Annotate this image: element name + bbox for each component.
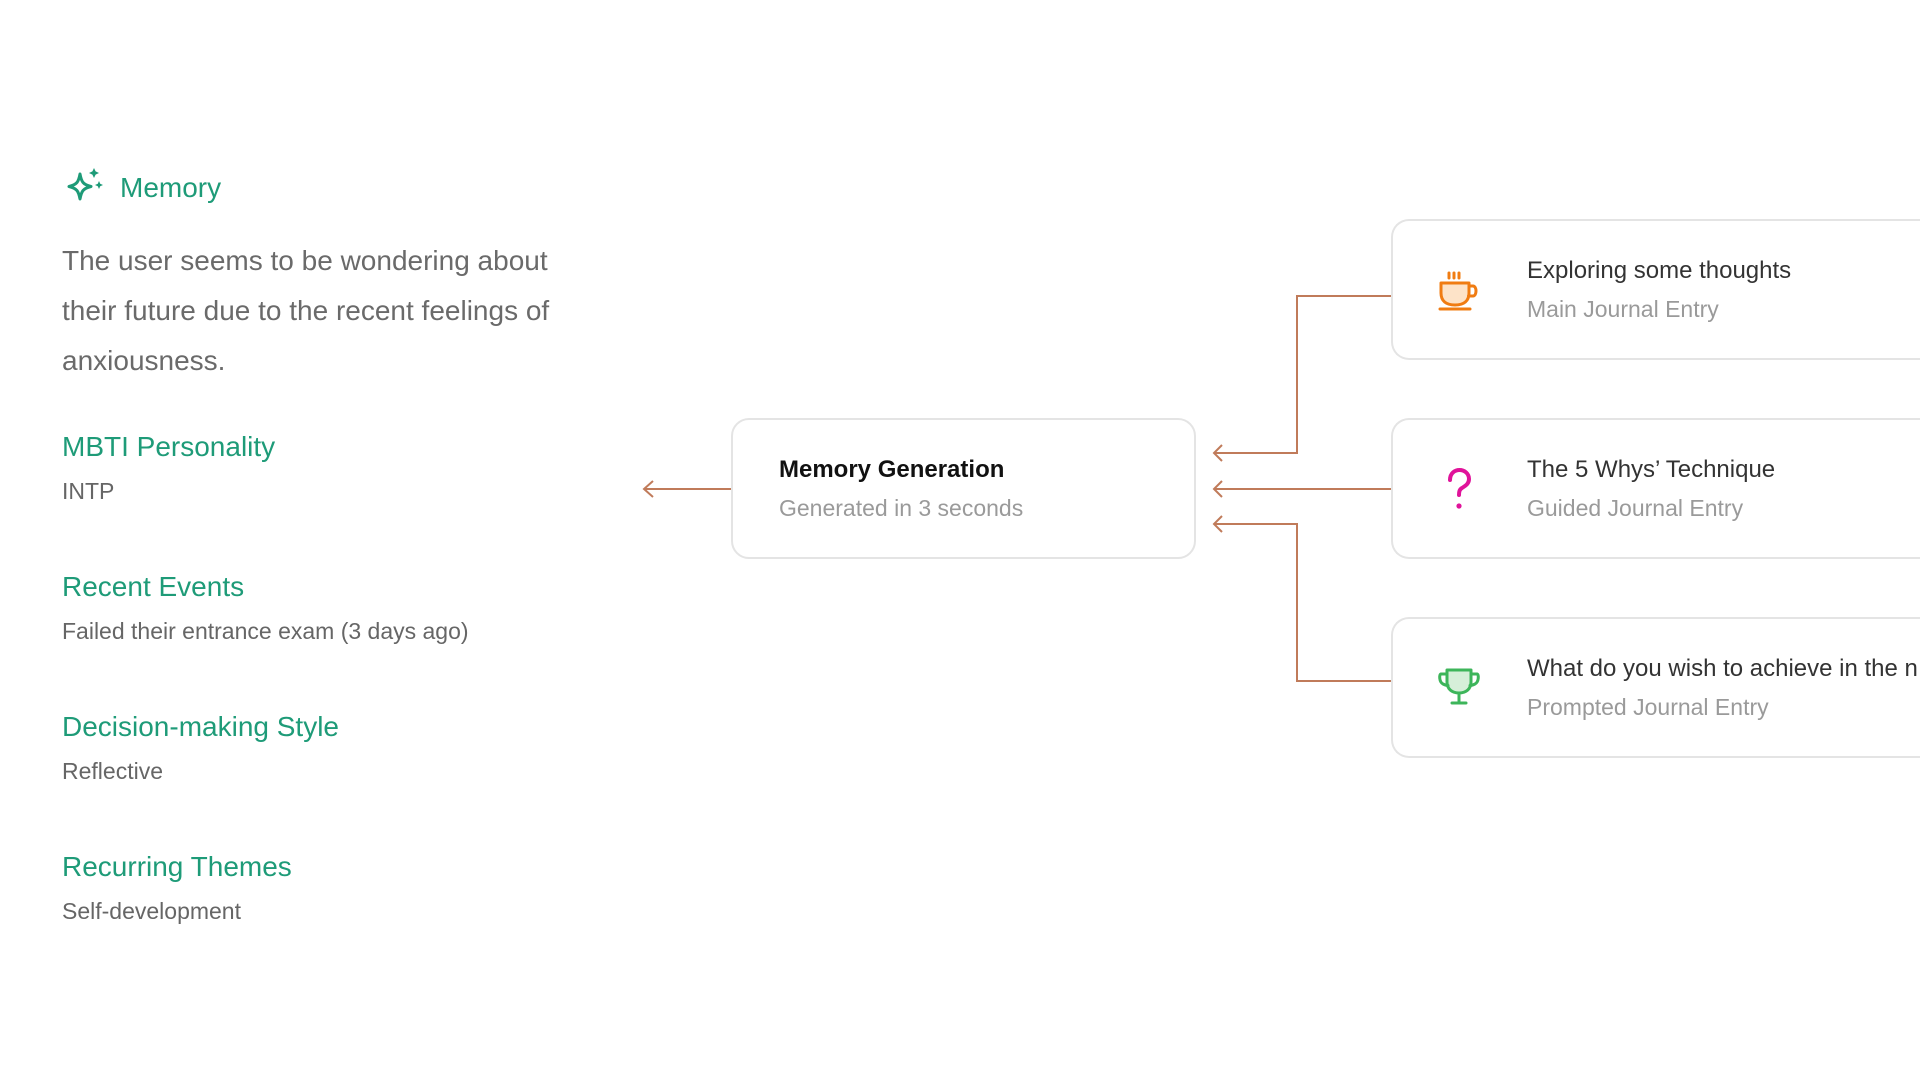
arrowhead-memory-icon — [642, 480, 654, 498]
source-card-guided-entry[interactable]: The 5 Whys’ Technique Guided Journal Ent… — [1391, 418, 1920, 559]
generation-title: Memory Generation — [779, 456, 1005, 483]
connector-source-1 — [1214, 295, 1391, 454]
memory-title: Memory — [120, 172, 222, 203]
question-mark-icon — [1448, 468, 1471, 509]
arrowhead-source-2-icon — [1212, 480, 1223, 498]
attribute-value: Failed their entrance exam (3 days ago) — [62, 618, 469, 644]
source-subtitle: Prompted Journal Entry — [1527, 694, 1769, 720]
attribute-recurring-themes: Recurring Themes Self-development — [62, 850, 582, 926]
source-card-prompted-entry[interactable]: What do you wish to achieve in the n Pro… — [1391, 617, 1920, 758]
memory-generation-card[interactable]: Memory Generation Generated in 3 seconds — [731, 418, 1196, 559]
attribute-label: MBTI Personality — [62, 431, 276, 462]
attribute-value: INTP — [62, 478, 115, 504]
arrowhead-source-1-icon — [1212, 444, 1223, 462]
source-title: Exploring some thoughts — [1527, 257, 1792, 284]
attribute-recent-events: Recent Events Failed their entrance exam… — [62, 570, 582, 646]
sparkle-icon — [67, 168, 103, 201]
attribute-label: Recurring Themes — [62, 851, 292, 882]
coffee-cup-icon — [1438, 271, 1478, 311]
card-content: The 5 Whys’ Technique Guided Journal Ent… — [1393, 420, 1920, 557]
attribute-decision-style: Decision-making Style Reflective — [62, 710, 582, 786]
generation-subtitle: Generated in 3 seconds — [779, 495, 1024, 521]
attribute-value: Self-development — [62, 898, 241, 924]
attribute-value: Reflective — [62, 758, 163, 784]
attribute-label: Decision-making Style — [62, 711, 339, 742]
source-card-main-entry[interactable]: Exploring some thoughts Main Journal Ent… — [1391, 219, 1920, 360]
trophy-icon — [1438, 668, 1480, 705]
source-subtitle: Main Journal Entry — [1527, 296, 1719, 322]
attribute-mbti: MBTI Personality INTP — [62, 430, 582, 506]
card-content: What do you wish to achieve in the n Pro… — [1393, 619, 1920, 756]
memory-panel: Memory The user seems to be wondering ab… — [62, 166, 582, 926]
memory-header: Memory — [62, 166, 582, 210]
source-title: The 5 Whys’ Technique — [1527, 456, 1776, 483]
connector-source-3 — [1214, 523, 1391, 682]
attribute-label: Recent Events — [62, 571, 245, 602]
source-subtitle: Guided Journal Entry — [1527, 495, 1744, 521]
arrowhead-source-3-icon — [1212, 515, 1223, 533]
source-title: What do you wish to achieve in the n — [1527, 655, 1918, 682]
memory-summary: The user seems to be wondering about the… — [62, 245, 550, 376]
card-content: Exploring some thoughts Main Journal Ent… — [1393, 221, 1920, 358]
